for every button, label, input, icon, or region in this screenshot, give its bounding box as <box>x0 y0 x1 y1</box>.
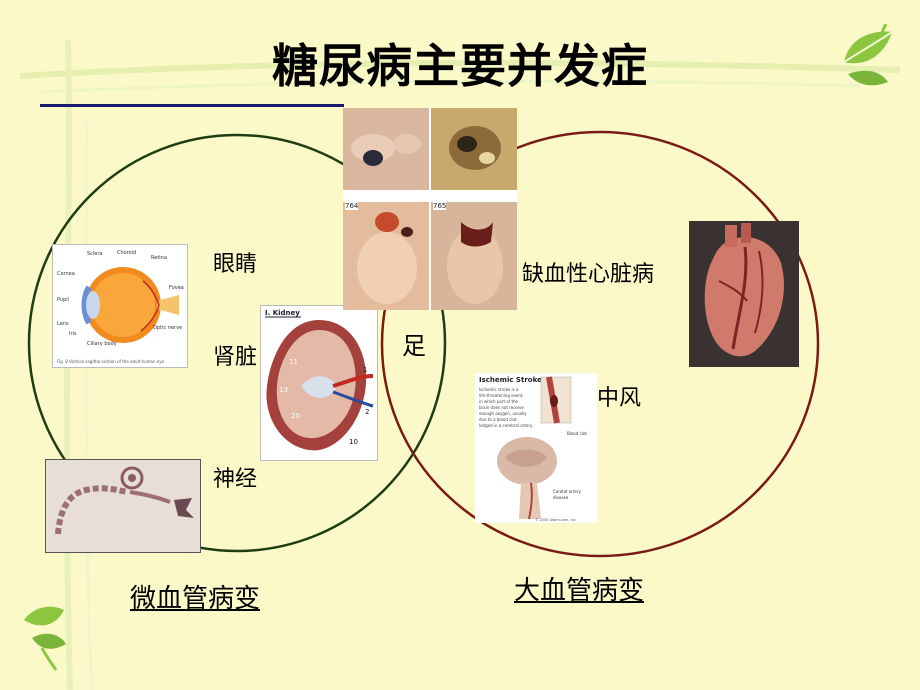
svg-text:brain does not receive: brain does not receive <box>479 405 524 410</box>
title-underline <box>40 104 344 107</box>
svg-text:disease: disease <box>553 495 569 500</box>
stroke-credit: © 2000 Adam.com, Inc <box>535 518 576 522</box>
nerve-photo <box>45 459 201 553</box>
svg-text:due to a blood clot: due to a blood clot <box>479 417 517 422</box>
foot-photo-number: 764 <box>345 202 359 210</box>
item-kidney-label: 肾脏 <box>213 345 258 370</box>
svg-text:lodged in a cerebral artery.: lodged in a cerebral artery. <box>479 423 533 428</box>
eye-label: Fovea <box>169 285 184 291</box>
foot-photo <box>431 202 517 310</box>
macrovascular-circle <box>380 130 820 558</box>
foot-photo <box>431 108 517 190</box>
item-heart-label: 缺血性心脏病 <box>522 262 655 287</box>
eye-label: Ciliary body <box>87 341 117 347</box>
foot-photo <box>343 108 429 190</box>
kidney-number: 13 <box>279 386 288 394</box>
item-eye-label: 眼睛 <box>213 252 258 277</box>
svg-text:in which part of the: in which part of the <box>479 399 519 404</box>
svg-text:life-threatening event: life-threatening event <box>479 393 523 398</box>
eye-label: Pupil <box>57 297 69 303</box>
item-foot-label: 足 <box>402 332 426 360</box>
eye-diagram: Sclera Choroid Retina Cornea Fovea Pupil… <box>52 244 188 368</box>
kidney-number: 10 <box>349 438 358 446</box>
svg-text:Ischemic stroke is a: Ischemic stroke is a <box>479 387 519 392</box>
microvascular-caption: 微血管病变 <box>130 584 261 614</box>
foot-photo <box>343 202 429 310</box>
leaf-icon <box>843 23 893 86</box>
svg-text:enough oxygen, usually: enough oxygen, usually <box>479 411 527 416</box>
item-nerve-label: 神经 <box>213 467 258 492</box>
eye-label: Lens <box>57 321 69 327</box>
eye-label: Iris <box>69 331 77 337</box>
foot-photo-number: 765 <box>433 202 447 210</box>
heart-photo <box>689 221 799 367</box>
stroke-label: Blood clot <box>567 431 587 436</box>
microvascular-circle <box>27 133 447 553</box>
kidney-number: 1 <box>363 366 367 374</box>
eye-label: Cornea <box>57 271 75 277</box>
eye-label: Sclera <box>87 251 103 257</box>
stroke-diagram: Ischemic Stroke Ischemic stroke is a lif… <box>475 373 597 523</box>
item-stroke-label: 中风 <box>597 386 642 411</box>
kidney-heading: I. Kidney <box>265 309 300 317</box>
leaf-icon <box>24 606 66 671</box>
kidney-number: 11 <box>289 358 298 366</box>
eye-label: Retina <box>151 255 167 261</box>
kidney-diagram: I. Kidney 1 2 10 11 13 20 <box>260 305 378 461</box>
kidney-number: 2 <box>365 408 369 416</box>
eye-caption: Fig. 8 Vertical sagittal section of the … <box>57 359 165 364</box>
kidney-number: 20 <box>291 412 300 420</box>
foot-photo-grid: 764 765 <box>343 108 517 310</box>
eye-label: Optic nerve <box>153 325 182 331</box>
eye-label: Choroid <box>117 250 136 256</box>
stroke-label: Carotid artery <box>553 489 582 494</box>
page-title: 糖尿病主要并发症 <box>272 39 648 93</box>
macrovascular-caption: 大血管病变 <box>514 576 645 606</box>
stroke-heading: Ischemic Stroke <box>479 376 542 384</box>
